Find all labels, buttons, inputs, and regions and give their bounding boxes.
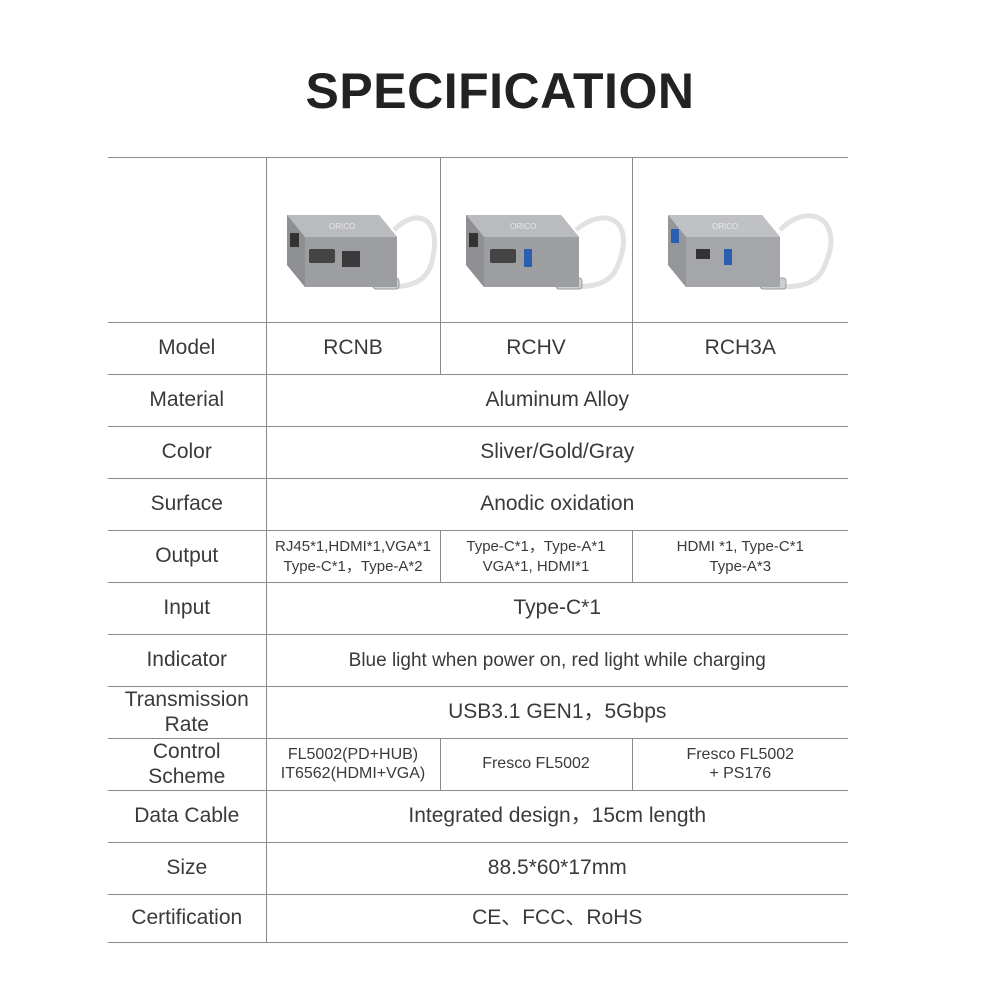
usb-c-hub-rj45-hdmi-vga-image: ORICO bbox=[286, 215, 437, 290]
empty-corner-cell bbox=[108, 157, 266, 323]
cable-value: Integrated design，15cm length bbox=[265, 790, 848, 843]
input-row: Input Type-C*1 bbox=[108, 582, 848, 635]
product-image-cell-1: ORICO bbox=[265, 157, 440, 323]
model-value-3: RCH3A bbox=[631, 322, 848, 375]
size-value: 88.5*60*17mm bbox=[265, 842, 848, 895]
transmission-label-line: Rate bbox=[164, 712, 209, 736]
brand-mark: ORICO bbox=[510, 222, 536, 231]
output-value-2: Type-C*1，Type-A*1 VGA*1, HDMI*1 bbox=[439, 530, 632, 583]
transmission-label: Transmission Rate bbox=[108, 686, 266, 739]
surface-value: Anodic oxidation bbox=[265, 478, 848, 531]
output-line: RJ45*1,HDMI*1,VGA*1 bbox=[275, 538, 431, 555]
indicator-label: Indicator bbox=[108, 634, 266, 687]
output-line: VGA*1, HDMI*1 bbox=[482, 557, 590, 575]
usb-c-hub-hdmi-vga-usb-image: ORICO bbox=[466, 215, 626, 290]
control-label: Control Scheme bbox=[108, 738, 266, 791]
surface-label: Surface bbox=[108, 478, 266, 531]
specification-table: ORICO ORICO bbox=[108, 157, 848, 943]
control-line: FL5002(PD+HUB) bbox=[287, 746, 419, 764]
product-image-cell-3: ORICO bbox=[631, 157, 848, 323]
control-value-1: FL5002(PD+HUB) IT6562(HDMI+VGA) bbox=[265, 738, 440, 791]
control-value-3: Fresco FL5002 + PS176 bbox=[631, 738, 848, 791]
control-label-line: Scheme bbox=[148, 764, 226, 788]
brand-mark: ORICO bbox=[329, 222, 355, 231]
size-row: Size 88.5*60*17mm bbox=[108, 842, 848, 895]
product-image-cell-2: ORICO bbox=[439, 157, 632, 323]
brand-mark: ORICO bbox=[712, 222, 738, 231]
surface-row: Surface Anodic oxidation bbox=[108, 478, 848, 531]
output-line: Type-C*1，Type-A*1 bbox=[466, 538, 606, 555]
color-row: Color Sliver/Gold/Gray bbox=[108, 426, 848, 479]
control-row: Control Scheme FL5002(PD+HUB) IT6562(HDM… bbox=[108, 738, 848, 791]
material-row: Material Aluminum Alloy bbox=[108, 374, 848, 427]
output-value-3: HDMI *1, Type-C*1 Type-A*3 bbox=[631, 530, 848, 583]
cable-row: Data Cable Integrated design，15cm length bbox=[108, 790, 848, 843]
output-label: Output bbox=[108, 530, 266, 583]
output-value-1: RJ45*1,HDMI*1,VGA*1 Type-C*1，Type-A*2 bbox=[265, 530, 440, 583]
color-value: Sliver/Gold/Gray bbox=[265, 426, 848, 479]
usb-c-hub-hdmi-usb3-image: ORICO bbox=[668, 213, 834, 290]
input-label: Input bbox=[108, 582, 266, 635]
indicator-row: Indicator Blue light when power on, red … bbox=[108, 634, 848, 687]
color-label: Color bbox=[108, 426, 266, 479]
model-label: Model bbox=[108, 322, 266, 375]
output-row: Output RJ45*1,HDMI*1,VGA*1 Type-C*1，Type… bbox=[108, 530, 848, 583]
model-row: Model RCNB RCHV RCH3A bbox=[108, 322, 848, 375]
transmission-row: Transmission Rate USB3.1 GEN1，5Gbps bbox=[108, 686, 848, 739]
material-label: Material bbox=[108, 374, 266, 427]
certification-value: CE、FCC、RoHS bbox=[265, 894, 848, 943]
indicator-value: Blue light when power on, red light whil… bbox=[265, 634, 848, 687]
output-line: Type-C*1，Type-A*2 bbox=[283, 557, 423, 575]
certification-label: Certification bbox=[108, 894, 266, 943]
certification-row: Certification CE、FCC、RoHS bbox=[108, 894, 848, 943]
control-line: IT6562(HDMI+VGA) bbox=[280, 764, 426, 782]
input-value: Type-C*1 bbox=[265, 582, 848, 635]
size-label: Size bbox=[108, 842, 266, 895]
transmission-label-line: Transmission bbox=[124, 688, 249, 712]
cable-label: Data Cable bbox=[108, 790, 266, 843]
product-image-row: ORICO ORICO bbox=[108, 157, 848, 323]
transmission-value: USB3.1 GEN1，5Gbps bbox=[265, 686, 848, 739]
model-value-2: RCHV bbox=[439, 322, 632, 375]
model-value-1: RCNB bbox=[265, 322, 440, 375]
output-line: HDMI *1, Type-C*1 bbox=[676, 538, 804, 555]
control-label-line: Control bbox=[152, 740, 221, 764]
page-title: SPECIFICATION bbox=[305, 63, 695, 119]
output-line: Type-A*3 bbox=[709, 557, 772, 575]
control-value-2: Fresco FL5002 bbox=[439, 738, 632, 791]
control-line: Fresco FL5002 bbox=[482, 755, 590, 773]
control-line: + PS176 bbox=[709, 764, 772, 782]
material-value: Aluminum Alloy bbox=[265, 374, 848, 427]
control-line: Fresco FL5002 bbox=[686, 746, 795, 764]
